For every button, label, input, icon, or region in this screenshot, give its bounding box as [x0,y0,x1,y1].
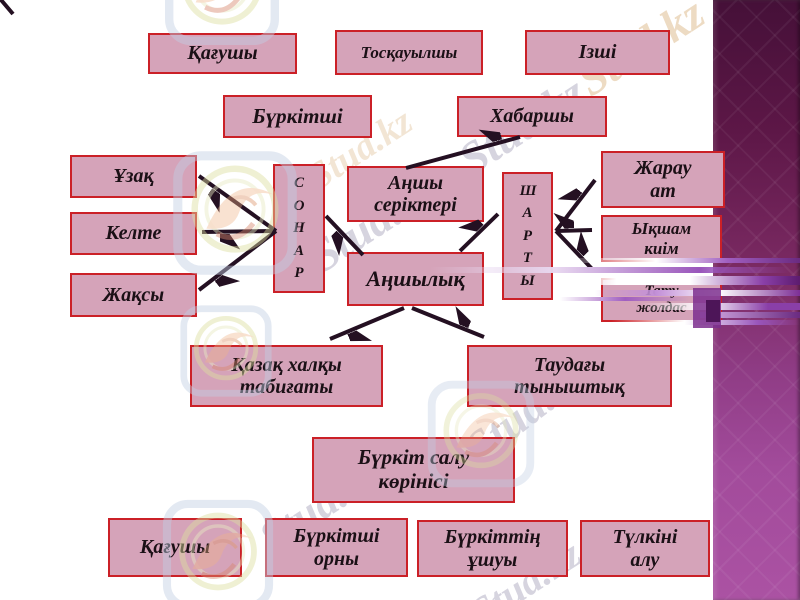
corner-arrow-icon [0,0,15,16]
node-label: Түлкіні алу [612,526,678,571]
node-label: Қағушы [187,42,258,65]
node-tulkini-alu: Түлкіні алу [580,520,710,577]
node-label: Ықшам киім [631,219,692,258]
connector-sharty-yqsham [556,230,593,233]
node-label: Жақсы [102,283,165,306]
node-taudagy: Таудағы тыныштық [467,345,672,407]
connector-sonar-kelte [201,229,277,232]
node-label: Келте [105,222,162,245]
node-qagushy-bottom: Қағушы [108,518,242,577]
node-label: Қағушы [139,536,211,559]
node-burkitshi-orny: Бүркітші орны [265,518,408,577]
node-label: СОНАР [293,175,305,282]
node-label: Бүркіт салу көрінісі [357,445,470,493]
node-qagushy-top: Қағушы [148,33,297,74]
node-sonar: СОНАР [273,164,325,293]
connector-sonar-zhaqsy [197,229,278,290]
node-sharty: ШАРТЫ [502,172,553,300]
node-label: Аңшы серіктері [374,171,457,216]
node-label: Хабаршы [490,105,574,128]
node-kelte: Келте [70,212,197,255]
connector-serikteri-khabarshy [405,137,521,170]
node-qazaq-khalqy: Қазақ халқы табиғаты [190,345,383,407]
node-burkitshi: Бүркітші [223,95,372,138]
node-label: Ұзақ [113,165,154,188]
node-zhaqsy: Жақсы [70,273,197,317]
node-anshylyq: Аңшылық [347,252,484,306]
node-label: Ізші [578,41,617,64]
node-label: Таудағы тыныштық [514,353,625,398]
node-burkittin-ushuy: Бүркіттің ұшуы [417,520,568,577]
node-label: Бүркіттің ұшуы [444,526,541,571]
node-label: ШАРТЫ [519,182,537,289]
node-label: Бүркітші орны [293,525,380,570]
node-tatu-zholdas: Тату жолдас [601,278,722,322]
node-label: Қазақ халқы табиғаты [231,353,342,398]
node-burkit-salu: Бүркіт салу көрінісі [312,437,515,503]
node-khabarshy: Хабаршы [457,96,607,137]
node-label: Тосқауылшы [360,42,458,62]
node-zharau-at: Жарау ат [601,151,725,208]
connector-sharty-tatu [554,229,594,273]
node-label: Аңшылық [366,265,465,291]
node-anshy-serikteri: Аңшы серіктері [347,166,484,222]
node-izshi: Ізші [525,30,670,75]
connector-anshylyq-taudagy [411,308,485,339]
connector-sonar-uzaq [197,174,278,233]
connector-anshylyq-qazaq [329,306,405,339]
connector-sharty-zharau [554,178,597,233]
node-label: Жарау ат [634,157,692,202]
node-tosqauylshy: Тосқауылшы [335,30,483,75]
node-label: Бүркітші [252,103,343,128]
node-yqsham-kiim: Ықшам киім [601,215,722,262]
decorative-border-strip [713,0,800,600]
node-label: Тату жолдас [636,283,687,316]
node-uzaq: Ұзақ [70,155,197,198]
